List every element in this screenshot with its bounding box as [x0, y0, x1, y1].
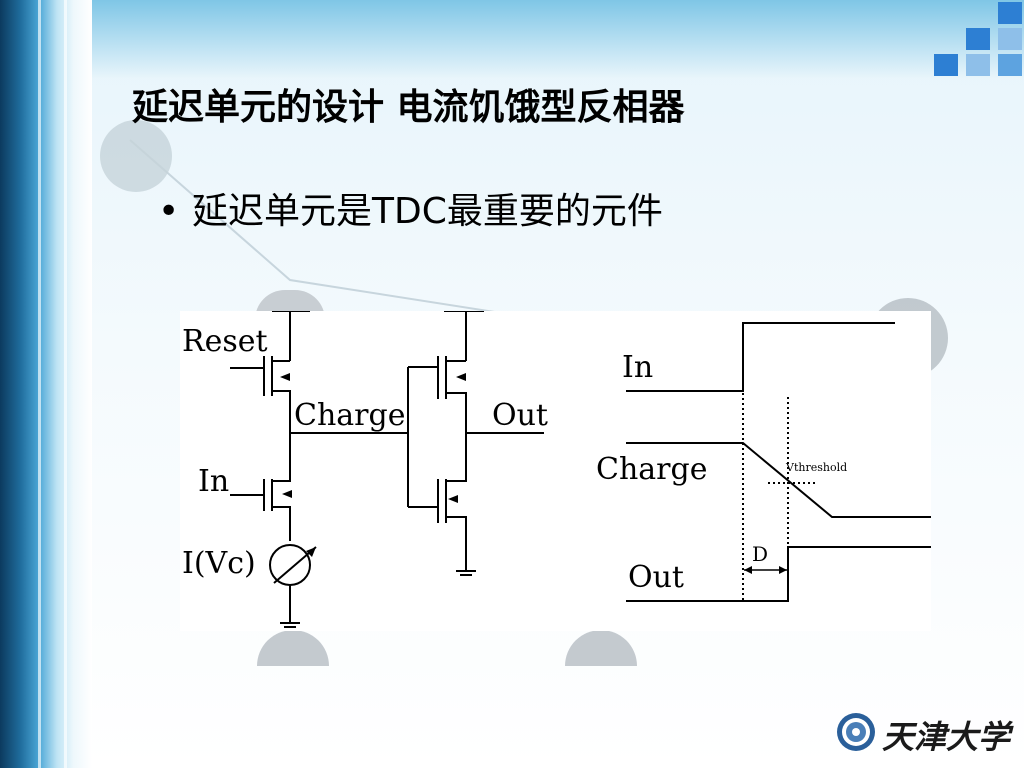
wave-label-charge: Charge: [596, 452, 707, 487]
figure-svg: Reset Charge Out In I(Vc): [182, 311, 931, 628]
university-seal-icon: [837, 713, 875, 751]
label-in: In: [198, 464, 229, 499]
corner-squares-decor: [934, 0, 1024, 80]
decor-circle: [100, 120, 172, 192]
schematic: Reset Charge Out In I(Vc): [182, 311, 548, 628]
bullet-item: • 延迟单元是TDC最重要的元件: [158, 182, 663, 234]
decor-half-circle: [257, 630, 329, 666]
bullet-text: 延迟单元是TDC最重要的元件: [192, 191, 663, 232]
university-name: 天津大学: [882, 718, 1011, 756]
label-current-source: I(Vc): [182, 546, 256, 581]
slide-title: 延迟单元的设计 电流饥饿型反相器: [132, 87, 685, 128]
circuit-figure: Reset Charge Out In I(Vc): [180, 311, 931, 631]
wave-label-threshold: Vthreshold: [785, 461, 847, 474]
university-logo: 天津大学: [836, 708, 1010, 756]
left-decor-bar: [0, 0, 92, 768]
bullet-marker: •: [158, 191, 180, 232]
label-out: Out: [492, 398, 548, 433]
wave-label-out: Out: [628, 560, 684, 595]
left-stripe: [38, 0, 41, 768]
label-reset: Reset: [182, 324, 268, 359]
decor-half-circle: [565, 630, 637, 666]
waveforms: In Charge Out Vthreshold D: [596, 322, 931, 602]
wave-label-in: In: [622, 350, 653, 385]
header-band: [0, 0, 1024, 78]
left-stripe: [64, 0, 67, 768]
label-charge: Charge: [294, 398, 405, 433]
wave-label-delay: D: [752, 542, 768, 566]
